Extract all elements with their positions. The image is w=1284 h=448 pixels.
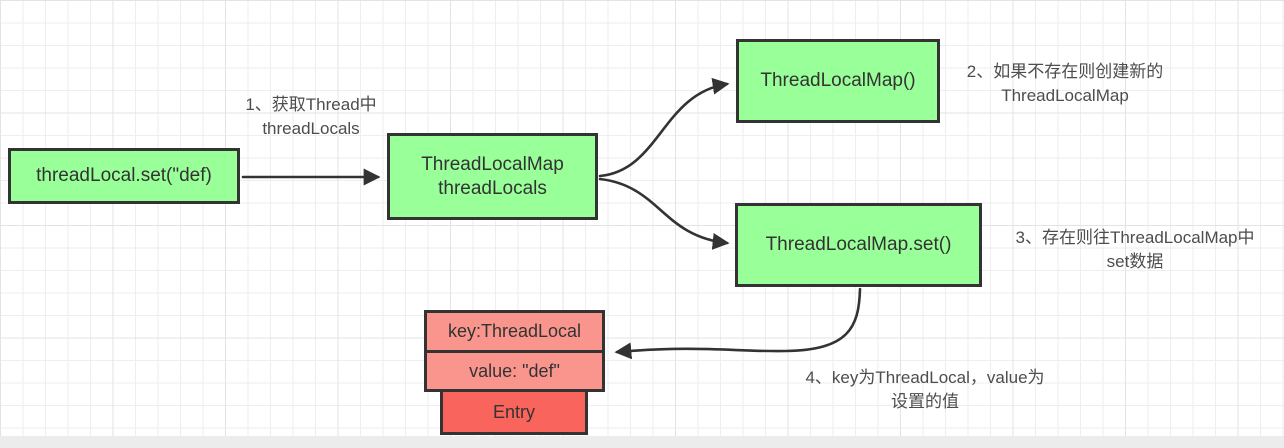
node-threadlocalmap-set[interactable]: ThreadLocalMap.set(): [735, 203, 982, 287]
note-3[interactable]: 3、存在则往ThreadLocalMap中 set数据: [985, 226, 1284, 274]
note-2-line-1: 2、如果不存在则创建新的: [966, 62, 1164, 81]
note-4-line-1: 4、key为ThreadLocal，value为: [805, 368, 1045, 387]
node-entry[interactable]: Entry: [440, 388, 588, 435]
connector-map-to-set[interactable]: [598, 177, 730, 250]
connector-set-to-entry[interactable]: [614, 287, 862, 360]
node-threadlocal-set-label: threadLocal.set("def): [36, 165, 212, 187]
node-threadlocalmap-threadlocals[interactable]: ThreadLocalMap threadLocals: [387, 133, 598, 220]
note-3-line-1: 3、存在则往ThreadLocalMap中: [1015, 228, 1255, 247]
node-entry-key-label: key:ThreadLocal: [447, 321, 582, 342]
note-1-line-2: threadLocals: [262, 119, 360, 138]
note-1-line-1: 1、获取Thread中: [245, 95, 377, 114]
note-2[interactable]: 2、如果不存在则创建新的 ThreadLocalMap: [945, 60, 1185, 108]
node-entry-value[interactable]: value: "def": [424, 350, 605, 392]
canvas-bottom-strip: [0, 436, 1284, 448]
note-2-line-2: ThreadLocalMap: [1001, 86, 1129, 105]
note-4[interactable]: 4、key为ThreadLocal，value为 设置的值: [775, 366, 1075, 414]
node-threadlocalmap-ctor-label: ThreadLocalMap(): [760, 70, 916, 92]
node-threadlocalmap-set-label: ThreadLocalMap.set(): [765, 234, 952, 256]
node-entry-value-label: value: "def": [469, 360, 560, 381]
node-threadlocalmap-ctor[interactable]: ThreadLocalMap(): [736, 39, 940, 123]
node-entry-key[interactable]: key:ThreadLocal: [424, 310, 605, 353]
node-entry-label: Entry: [492, 401, 535, 422]
note-1[interactable]: 1、获取Thread中 threadLocals: [211, 93, 411, 141]
note-3-line-2: set数据: [1106, 252, 1164, 271]
connector-map-to-ctor[interactable]: [598, 77, 730, 178]
node-threadlocal-set[interactable]: threadLocal.set("def): [8, 148, 240, 204]
node-threadlocalmap-threadlocals-line2: threadLocals: [438, 177, 547, 199]
node-threadlocalmap-threadlocals-line1: ThreadLocalMap: [421, 153, 564, 175]
note-4-line-2: 设置的值: [891, 392, 959, 411]
